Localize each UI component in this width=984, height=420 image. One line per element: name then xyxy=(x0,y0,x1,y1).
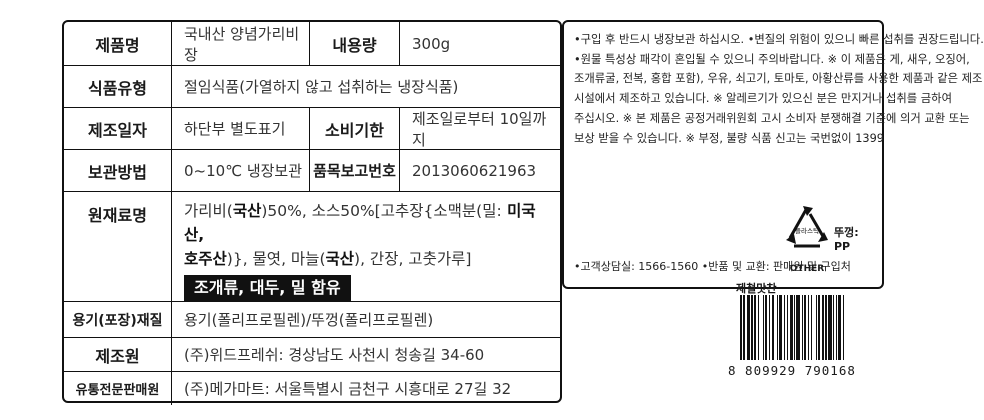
barcode-bar xyxy=(740,295,743,360)
barcode-bar xyxy=(824,295,828,360)
allergen-badge: 조개류, 대두, 밀 함유 xyxy=(184,275,351,301)
caution-notice-box: •구입 후 반드시 냉장보관 하십시오. •변질의 위험이 있으니 빠른 섭취를… xyxy=(562,20,984,289)
notice-line: 시설에서 제조하고 있습니다. ※ 알레르기가 있으신 분은 만지거나 섭취를 … xyxy=(574,92,952,106)
expiry-value: 제조일로부터 10일까지 xyxy=(412,109,547,149)
row-manufacturer: 제조원 (주)위드프레쉬: 경상남도 사천시 청송길 34-60 xyxy=(64,338,560,372)
barcode-bar xyxy=(758,295,760,360)
barcode-bars xyxy=(740,295,880,360)
row-packaging: 용기(포장)재질 용기(폴리프로필렌)/뚜껑(폴리프로필렌) xyxy=(64,302,560,338)
expiry-label: 소비기한 xyxy=(310,108,400,149)
report-number-label: 품목보고번호 xyxy=(310,150,400,191)
mfg-date-value: 하단부 별도표기 xyxy=(172,108,310,149)
notice-line: 보상 받을 수 있습니다. ※ 부정, 불량 식품 신고는 국번없이 1399 xyxy=(574,131,884,145)
barcode-number: 8 809929 790168 xyxy=(728,363,856,378)
barcode-bar xyxy=(796,295,800,360)
barcode-space xyxy=(844,295,846,360)
barcode-bar xyxy=(790,295,793,360)
ingredients-value: 가리비(국산)50%, 소스50%[고추장{소맥분(밀: 미국산, 호주산)},… xyxy=(172,192,560,301)
brand-stamp: 제철맛찬 xyxy=(736,282,777,295)
distributor-label: 유통전문판매원 xyxy=(64,372,172,405)
food-type-label: 식품유형 xyxy=(64,66,172,107)
barcode-bar xyxy=(807,295,809,360)
ingredients-line-1: 가리비(국산)50%, 소스50%[고추장{소맥분(밀: 미국산, xyxy=(184,202,536,244)
distributor-value: (주)메가마트: 서울특별시 금천구 시흥대로 27길 32 xyxy=(184,380,512,398)
barcode-bar xyxy=(793,295,795,360)
product-name-label: 제품명 xyxy=(64,22,172,65)
barcode: 8 809929 790168 xyxy=(728,295,888,405)
barcode-bar xyxy=(817,295,821,360)
manufacturer-label: 제조원 xyxy=(64,338,172,371)
notice-line: •원물 특성상 패각이 혼입될 수 있으니 주의바랍니다. ※ 이 제품은 게,… xyxy=(574,52,970,66)
volume-value: 300g xyxy=(412,34,451,53)
barcode-bar xyxy=(822,295,824,360)
recycle-other-label: OTHER xyxy=(789,264,825,274)
volume-label: 내용량 xyxy=(310,22,400,65)
barcode-bar xyxy=(801,295,803,360)
notice-line: 주십시오. ※ 본 제품은 공정거래위원회 고시 소비자 분쟁해결 기준에 의거… xyxy=(574,111,970,125)
caution-text: •구입 후 반드시 냉장보관 하십시오. •변질의 위험이 있으니 빠른 섭취를… xyxy=(574,30,984,148)
barcode-bar xyxy=(843,295,845,360)
packaging-value: 용기(폴리프로필렌)/뚜껑(폴리프로필렌) xyxy=(184,311,434,329)
ingredients-line-2: 호주산)}, 물엿, 마늘(국산), 간장, 고춧가루] xyxy=(184,250,472,268)
notice-line: 조개류굴, 전복, 홍합 포함), 우유, 쇠고기, 토마토, 아황산류를 사용… xyxy=(574,72,983,86)
row-ingredients: 원재료명 가리비(국산)50%, 소스50%[고추장{소맥분(밀: 미국산, 호… xyxy=(64,192,560,302)
customer-service-line: •고객상담실: 1566-1560 •반품 및 교환: 판매원 및 구입처 xyxy=(574,260,851,273)
barcode-bar xyxy=(768,295,770,360)
food-type-value: 절임식품(가열하지 않고 섭취하는 냉장식품) xyxy=(184,78,459,96)
storage-label: 보관방법 xyxy=(64,150,172,191)
barcode-bar xyxy=(753,295,757,360)
barcode-bar xyxy=(838,295,841,360)
row-mfg-date: 제조일자 하단부 별도표기 소비기한 제조일로부터 10일까지 xyxy=(64,108,560,150)
barcode-bar xyxy=(762,295,765,360)
row-distributor: 유통전문판매원 (주)메가마트: 서울특별시 금천구 시흥대로 27길 32 xyxy=(64,372,560,405)
barcode-bar xyxy=(751,295,753,360)
barcode-bar xyxy=(783,295,785,360)
barcode-bar xyxy=(746,295,751,360)
barcode-bar xyxy=(786,295,789,360)
barcode-bar xyxy=(778,295,783,360)
barcode-bar xyxy=(815,295,817,360)
row-storage: 보관방법 0~10℃ 냉장보관 품목보고번호 2013060621963 xyxy=(64,150,560,192)
manufacturer-value: (주)위드프레쉬: 경상남도 사천시 청송길 34-60 xyxy=(184,346,485,364)
barcode-bar xyxy=(811,295,813,360)
food-label-table: 제품명 국내산 양념가리비장 내용량 300g 식품유형 절임식품(가열하지 않… xyxy=(62,20,562,405)
ingredients-label: 원재료명 xyxy=(64,192,172,301)
notice-line: •구입 후 반드시 냉장보관 하십시오. •변질의 위험이 있으니 빠른 섭취를… xyxy=(574,33,984,46)
barcode-bar xyxy=(772,295,775,360)
packaging-label: 용기(포장)재질 xyxy=(64,302,172,337)
barcode-bar xyxy=(828,295,832,360)
mfg-date-label: 제조일자 xyxy=(64,108,172,149)
recycle-mark: 플라스틱 OTHER 뚜껑: PP xyxy=(782,202,874,282)
recycle-triangle-icon: 플라스틱 xyxy=(786,206,828,248)
barcode-bar xyxy=(836,295,838,360)
report-number-value: 2013060621963 xyxy=(412,161,537,180)
recycle-inner-label: 플라스틱 xyxy=(795,226,819,235)
barcode-bar xyxy=(743,295,745,360)
product-name-value: 국내산 양념가리비장 xyxy=(172,22,310,65)
lid-material-label: 뚜껑: PP xyxy=(834,226,859,253)
row-food-type: 식품유형 절임식품(가열하지 않고 섭취하는 냉장식품) xyxy=(64,66,560,108)
barcode-bar xyxy=(776,295,778,360)
storage-value: 0~10℃ 냉장보관 xyxy=(172,150,310,191)
barcode-bar xyxy=(832,295,834,360)
barcode-bar xyxy=(804,295,807,360)
row-product-name: 제품명 국내산 양념가리비장 내용량 300g xyxy=(64,22,560,66)
barcode-bar xyxy=(765,295,768,360)
